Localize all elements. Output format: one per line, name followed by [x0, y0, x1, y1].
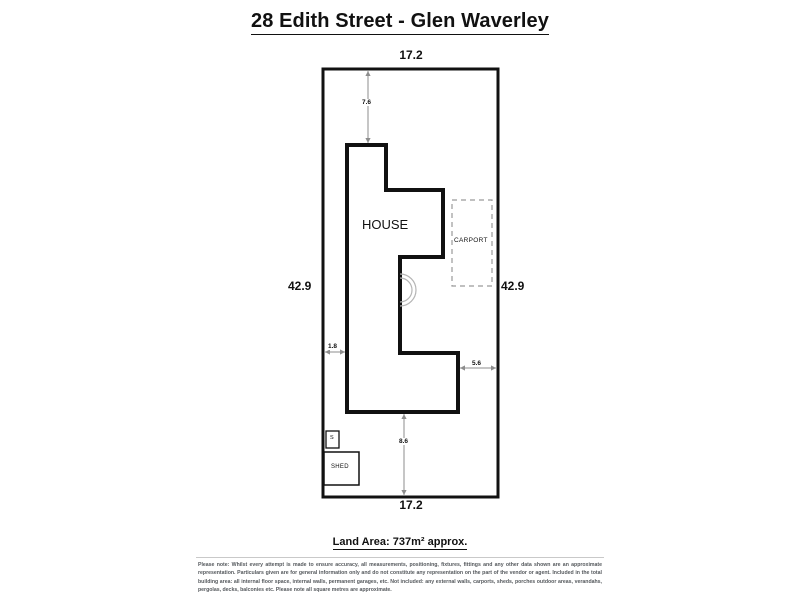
dimension-label-rear-setback: 8.6	[398, 438, 410, 445]
dimension-line-side-setback	[325, 349, 345, 355]
door-swing-icon	[399, 273, 417, 307]
dimension-label-bottom: 17.2	[399, 498, 423, 512]
house-footprint	[345, 143, 460, 414]
footer-divider	[196, 557, 604, 558]
page-title: 28 Edith Street - Glen Waverley	[0, 10, 800, 35]
carport-label: CARPORT	[454, 237, 488, 244]
house-label: HOUSE	[362, 217, 409, 232]
land-area-label: Land Area: 737m² approx.	[0, 536, 800, 550]
land-area-text: Land Area: 737m² approx.	[332, 536, 468, 550]
disclaimer-text: Please note: Whilst every attempt is mad…	[198, 562, 602, 594]
page-title-text: 28 Edith Street - Glen Waverley	[250, 10, 549, 35]
dimension-line-front-setback	[365, 71, 371, 143]
dimension-label-front-setback: 7.6	[361, 99, 373, 106]
dimension-label-left: 42.9	[288, 279, 312, 293]
small-structure-label: S	[330, 435, 334, 441]
dimension-line-rear-side-setback	[460, 365, 496, 371]
dimension-label-rear-side-setback: 5.6	[471, 360, 483, 367]
shed-label: SHED	[331, 464, 349, 470]
dimension-label-right: 42.9	[501, 279, 525, 293]
dimension-line-rear-setback	[401, 414, 407, 495]
land-boundary	[321, 67, 500, 499]
small-structure-outline	[325, 430, 340, 449]
carport-outline	[451, 199, 493, 287]
dimension-label-side-setback: 1.8	[327, 343, 339, 350]
dimension-label-top: 17.2	[399, 48, 423, 62]
shed-outline	[323, 451, 360, 486]
